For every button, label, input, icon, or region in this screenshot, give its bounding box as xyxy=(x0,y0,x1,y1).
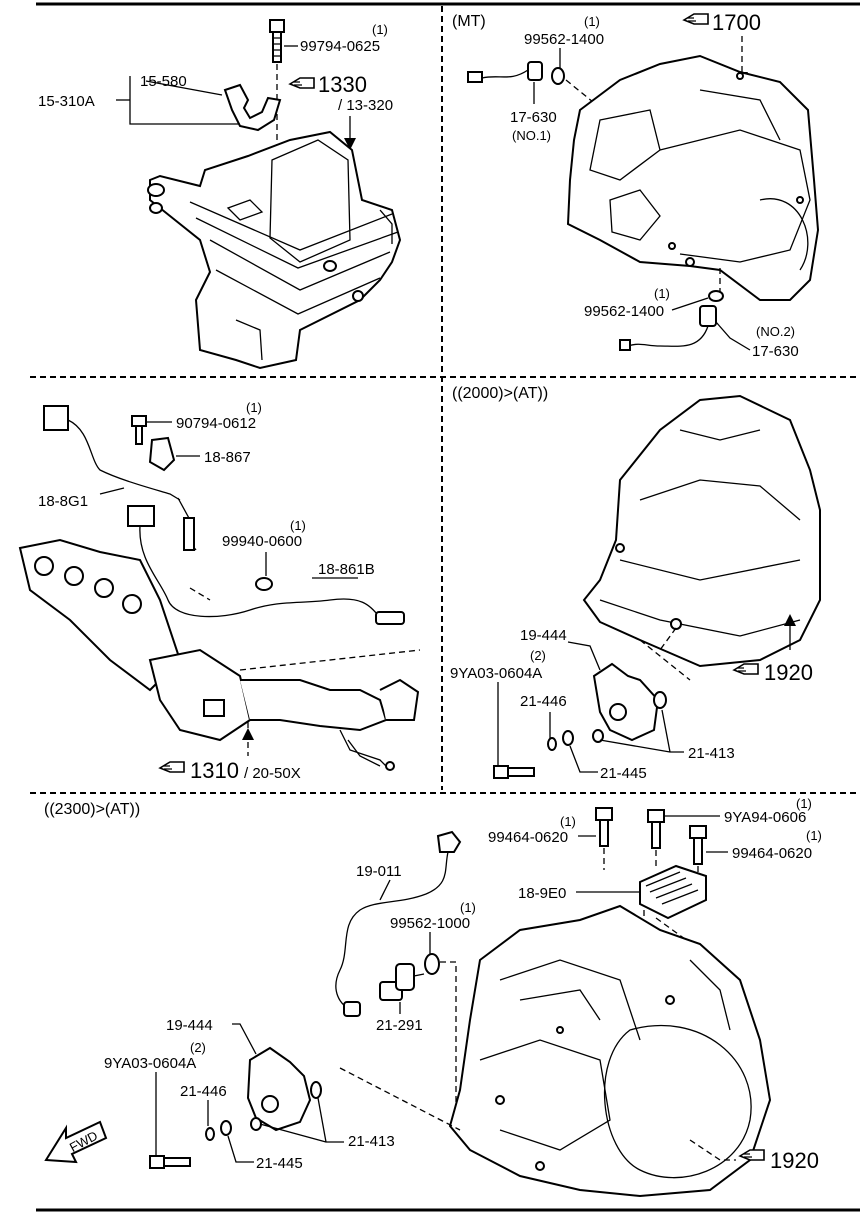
panel-air-cleaner: (1) 99794-0625 15-580 15-310A 1330 / 13-… xyxy=(38,19,402,370)
switch-label-p4: 19-444 xyxy=(520,627,567,644)
switch-no2-icon xyxy=(619,305,717,351)
washer-p4-icon xyxy=(547,737,557,751)
oring-label-p4: 21-413 xyxy=(688,745,735,762)
panel-exhaust-sensors: 18-8G1 (1) 90794-0612 18-867 18-861B (1)… xyxy=(18,400,421,783)
bolt-qty: (1) xyxy=(372,22,388,37)
air-cleaner-body-icon xyxy=(147,130,402,370)
bolt-label-p3: 90794-0612 xyxy=(176,415,256,432)
washer2-qty: (1) xyxy=(654,286,670,301)
bolt2-label: 9YA94-0606 xyxy=(724,809,806,826)
washer1-qty: (1) xyxy=(584,14,600,29)
bolt-label-p5: 9YA03-0604A xyxy=(104,1055,196,1072)
ref-1700: 1700 xyxy=(712,10,761,35)
speed-sensor-icon xyxy=(379,963,425,1001)
washer-qty-p5: (1) xyxy=(460,900,476,915)
sensor2-label: 18-861B xyxy=(318,561,375,578)
ref-20-50x: / 20-50X xyxy=(244,765,301,782)
bolt1-label: 99464-0620 xyxy=(488,829,568,846)
washer2-label-p4: 21-445 xyxy=(600,765,647,782)
module-label: 18-9E0 xyxy=(518,885,566,902)
bolt3-qty: (1) xyxy=(806,828,822,843)
panel-at-2000: ((2000)>(AT)) 1920 19-444 (2) 9YA03-0604… xyxy=(450,385,821,782)
bolt-qty-p3: (1) xyxy=(246,400,262,415)
pointing-hand-icon xyxy=(733,663,759,675)
sensor-label-p5: 21-291 xyxy=(376,1017,423,1034)
ref-1920-p4: 1920 xyxy=(764,660,813,685)
clip-label: 18-867 xyxy=(204,449,251,466)
bolt-99464-b-icon xyxy=(689,825,707,865)
ref-1920-p5: 1920 xyxy=(770,1148,819,1173)
neutral-switch-p5-icon xyxy=(246,1046,322,1132)
switch1-label: 17-630 xyxy=(510,109,557,126)
washer-a-p5-icon xyxy=(205,1127,215,1141)
ref-1330: 1330 xyxy=(318,72,367,97)
control-module-icon xyxy=(639,864,707,920)
pointing-hand-icon xyxy=(683,13,709,25)
manual-transmission-icon xyxy=(566,54,820,301)
washer2-p4-icon xyxy=(562,730,574,746)
sensor1-connector-icon xyxy=(43,405,197,551)
section-at2300: ((2300)>(AT)) xyxy=(44,801,140,818)
switch2-no: (NO.2) xyxy=(756,324,795,339)
assembly-label: 15-310A xyxy=(38,93,95,110)
exhaust-manifold-icon xyxy=(18,538,420,771)
bracket-icon xyxy=(223,83,282,132)
bolt1-qty: (1) xyxy=(560,814,576,829)
bolt-qty-p5: (2) xyxy=(190,1040,206,1055)
oring-label-p5: 21-413 xyxy=(348,1133,395,1150)
ref-1310: 1310 xyxy=(190,758,239,783)
bolt3-label: 99464-0620 xyxy=(732,845,812,862)
washer-b-label-p5: 21-445 xyxy=(256,1155,303,1172)
washer-a-label-p5: 21-446 xyxy=(180,1083,227,1100)
bolt-label: 99794-0625 xyxy=(300,38,380,55)
switch-label-p5: 19-444 xyxy=(166,1017,213,1034)
harness-icon xyxy=(335,830,462,1017)
bolt-99464-a-icon xyxy=(595,807,613,847)
washer-label-p5: 99562-1000 xyxy=(390,915,470,932)
bolt-qty-p4: (2) xyxy=(530,648,546,663)
switch2-label: 17-630 xyxy=(752,343,799,360)
bolt-label-p4: 9YA03-0604A xyxy=(450,665,542,682)
automatic-transmission-2000-icon xyxy=(582,394,821,668)
washer1-label: 99562-1400 xyxy=(524,31,604,48)
bolt-9ya03-p4-icon xyxy=(493,765,535,779)
bolt2-qty: (1) xyxy=(796,796,812,811)
ref-13-320: / 13-320 xyxy=(338,97,393,114)
switch1-no: (NO.1) xyxy=(512,128,551,143)
washer2-label: 99562-1400 xyxy=(584,303,664,320)
clip-icon xyxy=(148,436,176,472)
fwd-label: FWD xyxy=(67,1128,100,1155)
fwd-arrow-icon: FWD xyxy=(44,1120,108,1164)
nut-qty: (1) xyxy=(290,518,306,533)
nut-label: 99940-0600 xyxy=(222,533,302,550)
neutral-switch-p4-icon xyxy=(592,662,667,743)
sensor1-label: 18-8G1 xyxy=(38,493,88,510)
pointing-hand-icon xyxy=(289,77,315,89)
bolt-99794-icon xyxy=(269,19,285,63)
section-mt: (MT) xyxy=(452,13,486,30)
panel-at-2300: ((2300)>(AT)) (1) 99464-0620 (1) 9YA94-0… xyxy=(44,796,822,1198)
washer-b-p5-icon xyxy=(220,1120,232,1136)
harness-label: 19-011 xyxy=(356,863,402,880)
panel-manual-transmission: (MT) (1) 99562-1400 1700 17-630 (NO.1) xyxy=(452,10,820,360)
bolt-9ya03-p5-icon xyxy=(149,1155,191,1169)
switch-no1-icon xyxy=(467,61,565,85)
washer-p5-icon xyxy=(424,953,440,975)
automatic-transmission-2300-icon xyxy=(448,904,772,1198)
bolt-9ya94-icon xyxy=(647,809,665,849)
nut-icon xyxy=(255,577,273,591)
pointing-hand-icon xyxy=(159,761,185,773)
bracket-label: 15-580 xyxy=(140,73,187,90)
bolt-90794-icon xyxy=(131,415,147,445)
section-at2000: ((2000)>(AT)) xyxy=(452,385,548,402)
washer-label-p4: 21-446 xyxy=(520,693,567,710)
sensor2-connector-icon xyxy=(127,505,405,625)
